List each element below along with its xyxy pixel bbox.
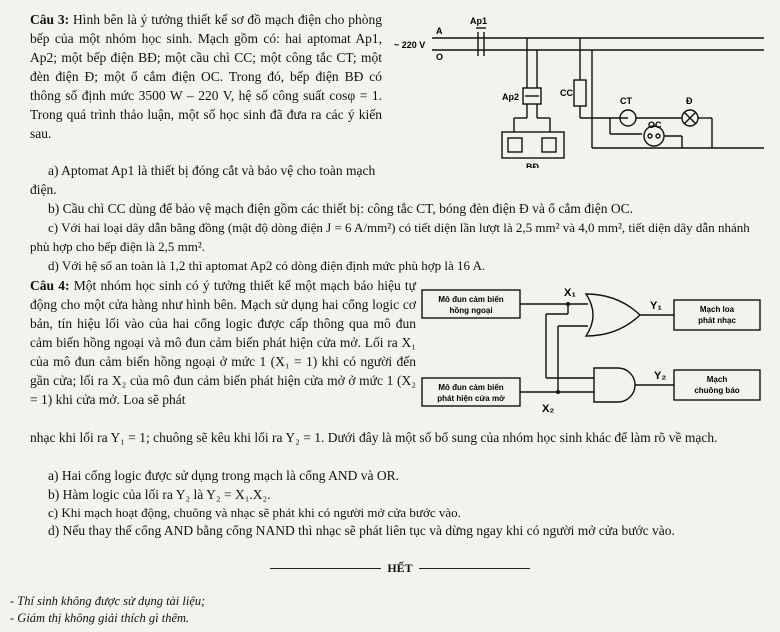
x2-label: X₂	[542, 403, 554, 415]
q4-option-d: d) Nếu thay thế cổng AND bằng cổng NAND …	[48, 523, 675, 538]
end-line-right	[418, 568, 530, 569]
lamp-label: Đ	[686, 96, 693, 106]
x1-label: X₁	[564, 287, 576, 299]
q3-title: Câu 3:	[30, 12, 70, 27]
end-text: HẾT	[387, 561, 413, 575]
q3-intro-text: Hình bên là ý tưởng thiết kế sơ đồ mạch …	[30, 12, 382, 141]
end-marker: HẾT	[270, 559, 530, 578]
sensor1-line2: hồng ngoại	[449, 306, 492, 315]
terminal-a-label: A	[436, 26, 443, 36]
q4-option-a: a) Hai cổng logic được sử dụng trong mạc…	[48, 468, 399, 483]
q4-option-b: b) Hàm logic của lối ra Y₂ là Y₂ = X₁.X₂…	[48, 487, 271, 502]
oc-label: OC	[648, 120, 662, 130]
ap2-label: Ap2	[502, 92, 519, 102]
note-1: - Thí sinh không được sử dụng tài liệu;	[10, 594, 206, 608]
terminal-o-label: O	[436, 52, 443, 62]
q3-option-a: a) Aptomat Ap1 là thiết bị đóng cắt và b…	[30, 163, 376, 197]
sensor1-line1: Mô đun cảm biến	[438, 295, 503, 304]
end-line-left	[270, 568, 382, 569]
sensor2-line2: phát hiện cửa mở	[437, 394, 505, 403]
q4-intro: Câu 4: Một nhóm học sinh có ý tưởng thiế…	[30, 276, 416, 409]
out1-line1: Mạch loa	[700, 305, 735, 314]
out2-line2: chuông báo	[694, 386, 739, 395]
q3-option-c: c) Với hai loại dây dẫn bằng đồng (mật đ…	[30, 220, 750, 254]
ap1-label: Ap1	[470, 16, 487, 26]
ct-label: CT	[620, 96, 632, 106]
q3-option-d: d) Với hệ số an toàn là 1,2 thì aptomat …	[48, 258, 486, 273]
q3-intro: Câu 3: Hình bên là ý tưởng thiết kế sơ đ…	[30, 10, 382, 143]
q4-title: Câu 4:	[30, 278, 70, 293]
q4-logic-diagram: Mô đun cảm biến hồng ngoại Mô đun cảm bi…	[421, 287, 761, 415]
q4-intro-cont: nhạc khi lối ra Y₁ = 1; chuông sẽ kêu kh…	[30, 430, 718, 445]
sensor2-line1: Mô đun cảm biến	[438, 383, 503, 392]
y2-label: Y₂	[654, 370, 666, 382]
bd-label: BĐ	[526, 162, 539, 168]
out1-line2: phát nhạc	[698, 316, 736, 325]
y1-label: Y₁	[650, 300, 662, 312]
q3-option-b: b) Cầu chì CC dùng để bảo vệ mạch điện g…	[48, 201, 633, 216]
note-2: - Giám thị không giải thích gì thêm.	[10, 611, 190, 625]
out2-line1: Mạch	[707, 375, 728, 384]
q4-option-c: c) Khi mạch hoạt động, chuông và nhạc sẽ…	[48, 505, 461, 520]
q3-circuit-diagram: ~ 220 V A O Ap1 Ap2 CC CT Đ OC BĐ	[394, 16, 764, 168]
source-label: ~ 220 V	[394, 40, 425, 50]
q4-intro-text: Một nhóm học sinh có ý tưởng thiết kế mộ…	[30, 278, 416, 407]
cc-label: CC	[560, 88, 573, 98]
